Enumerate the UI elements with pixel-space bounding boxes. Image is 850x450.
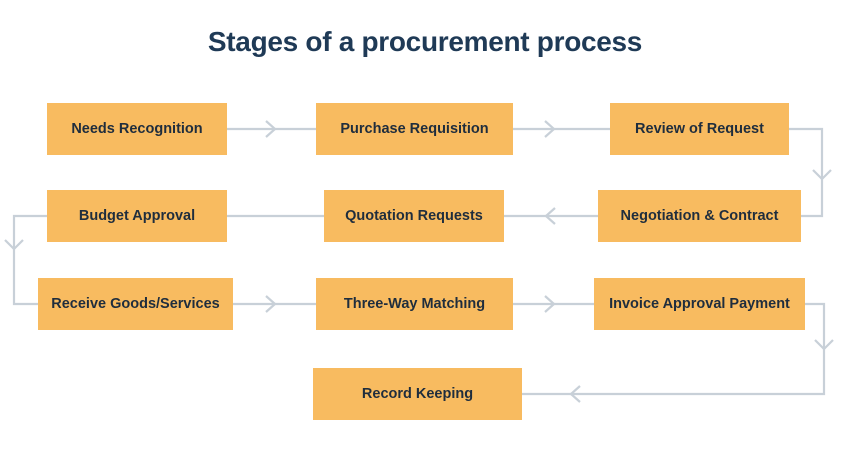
node-label: Purchase Requisition xyxy=(340,120,489,137)
arrowhead-left-icon xyxy=(569,385,581,403)
node-invoice-approval[interactable]: Invoice Approval Payment xyxy=(594,278,805,330)
arrowhead-left-icon xyxy=(544,207,556,225)
arrowhead-right-icon xyxy=(265,120,277,138)
arrowhead-right-icon xyxy=(265,295,277,313)
node-label: Negotiation & Contract xyxy=(620,207,779,224)
node-label: Review of Request xyxy=(635,120,764,137)
node-three-way-matching[interactable]: Three-Way Matching xyxy=(316,278,513,330)
node-review-of-request[interactable]: Review of Request xyxy=(610,103,789,155)
node-label: Budget Approval xyxy=(78,207,196,224)
node-label: Receive Goods/Services xyxy=(51,295,220,312)
node-needs-recognition[interactable]: Needs Recognition xyxy=(47,103,227,155)
node-record-keeping[interactable]: Record Keeping xyxy=(313,368,522,420)
node-label: Record Keeping xyxy=(361,385,474,402)
arrowhead-right-icon xyxy=(544,120,556,138)
node-budget-approval[interactable]: Budget Approval xyxy=(47,190,227,242)
node-label: Three-Way Matching xyxy=(343,295,486,312)
node-label: Needs Recognition xyxy=(71,120,203,137)
node-label: Invoice Approval Payment xyxy=(609,295,790,312)
arrowhead-down-icon xyxy=(4,239,24,251)
edge-matching-to-invoice xyxy=(513,295,594,313)
page-title: Stages of a procurement process xyxy=(207,26,643,57)
edge-needs-to-purchase xyxy=(227,120,316,138)
edge-purchase-to-review xyxy=(513,120,610,138)
arrowhead-down-icon xyxy=(812,169,832,181)
edge-budget-to-receive xyxy=(4,214,47,306)
node-label: Quotation Requests xyxy=(345,207,483,224)
edge-review-to-negotiation xyxy=(789,127,832,218)
node-receive-goods-services[interactable]: Receive Goods/Services xyxy=(38,278,233,330)
edge-negotiation-to-quotation xyxy=(504,207,598,225)
arrowhead-right-icon xyxy=(544,295,556,313)
node-purchase-requisition[interactable]: Purchase Requisition xyxy=(316,103,513,155)
edge-receive-to-matching xyxy=(233,295,316,313)
arrowhead-down-icon xyxy=(814,339,834,351)
node-quotation-requests[interactable]: Quotation Requests xyxy=(324,190,504,242)
edge-invoice-to-record xyxy=(522,302,834,403)
node-negotiation-contract[interactable]: Negotiation & Contract xyxy=(598,190,801,242)
